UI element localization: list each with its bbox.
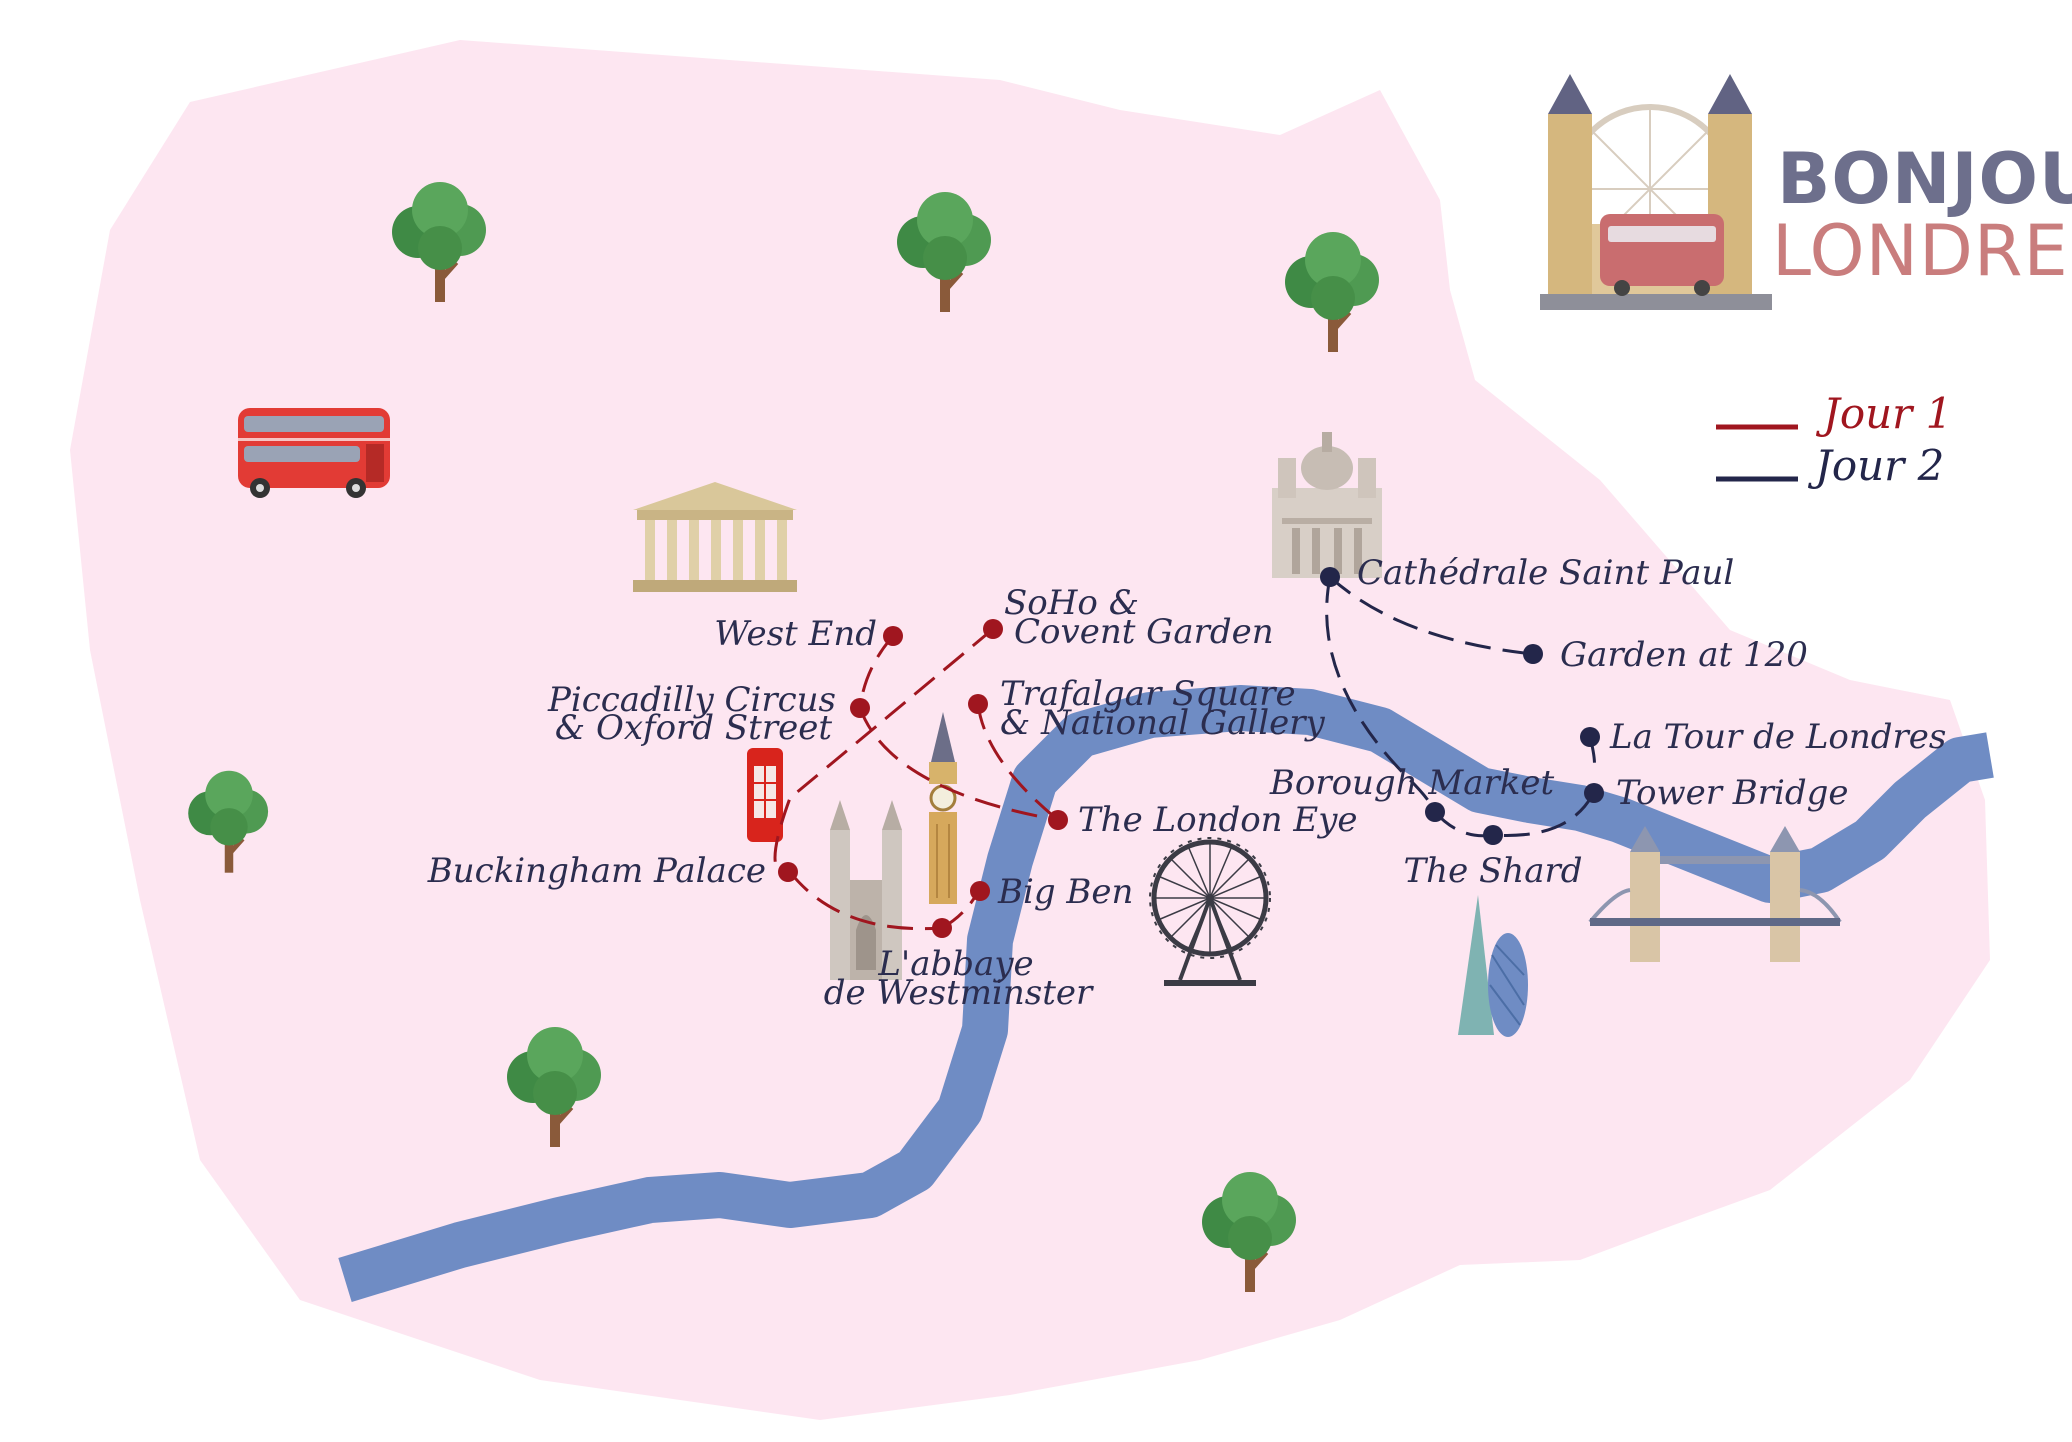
marker-shard[interactable] <box>1483 825 1503 845</box>
marker-borough[interactable] <box>1425 802 1445 822</box>
marker-saint-paul[interactable] <box>1320 567 1340 587</box>
tower-bridge-icon <box>1588 826 1842 962</box>
marker-soho[interactable] <box>983 619 1003 639</box>
label-trafalgar-line1: Trafalgar Square <box>1000 674 1296 714</box>
markers-day1 <box>778 619 1068 938</box>
marker-garden120[interactable] <box>1523 644 1543 664</box>
legend-label-day2: Jour 2 <box>1807 441 1944 490</box>
marker-tour-londres[interactable] <box>1580 727 1600 747</box>
label-trafalgar-line2: & National Gallery <box>1000 703 1326 743</box>
label-london-eye: The London Eye <box>1078 800 1358 840</box>
label-borough: Borough Market <box>1269 763 1555 803</box>
marker-westminster[interactable] <box>932 918 952 938</box>
label-westminster-line2: de Westminster <box>824 973 1094 1013</box>
labels-day1: West End SoHo & Covent Garden Piccadilly… <box>427 583 1358 1013</box>
phone-booth-icon <box>747 748 783 842</box>
label-piccadilly-line2: & Oxford Street <box>555 708 832 748</box>
bus-icon <box>238 408 390 498</box>
london-eye-icon <box>1149 837 1271 986</box>
marker-piccadilly[interactable] <box>850 698 870 718</box>
legend-label-day1: Jour 1 <box>1815 389 1952 438</box>
label-westminster-line1: L'abbaye <box>877 944 1033 984</box>
label-garden120: Garden at 120 <box>1560 635 1808 675</box>
label-piccadilly-line1: Piccadilly Circus <box>547 680 836 720</box>
marker-trafalgar[interactable] <box>968 694 988 714</box>
legend: Jour 1 Jour 2 <box>1716 389 1952 490</box>
label-soho-line2: Covent Garden <box>1014 612 1274 652</box>
label-tower-bridge: Tower Bridge <box>1616 773 1849 813</box>
label-saint-paul: Cathédrale Saint Paul <box>1357 553 1734 593</box>
logo: BONJOUR LONDRES <box>1540 74 2072 310</box>
marker-west-end[interactable] <box>883 626 903 646</box>
markers-day2 <box>1320 567 1604 845</box>
abbey-icon <box>830 800 902 980</box>
marker-big-ben[interactable] <box>970 881 990 901</box>
marker-tower-bridge[interactable] <box>1584 783 1604 803</box>
marker-london-eye[interactable] <box>1048 810 1068 830</box>
label-tour-londres: La Tour de Londres <box>1609 717 1946 757</box>
label-west-end: West End <box>714 614 877 654</box>
label-shard: The Shard <box>1404 851 1583 891</box>
cathedral-icon <box>1272 432 1382 578</box>
logo-line1: BONJOUR <box>1777 138 2072 220</box>
big-ben-icon <box>929 712 957 904</box>
museum-icon <box>633 482 797 592</box>
logo-illustration-icon <box>1540 74 1772 310</box>
route-day1 <box>773 627 1059 931</box>
label-big-ben: Big Ben <box>997 872 1133 912</box>
logo-line2: LONDRES <box>1772 210 2072 292</box>
label-buckingham: Buckingham Palace <box>427 851 766 891</box>
label-soho-line1: SoHo & <box>1004 583 1139 623</box>
labels-day2: Cathédrale Saint Paul Garden at 120 La T… <box>1269 553 1947 891</box>
skyscrapers-icon <box>1458 895 1528 1037</box>
marker-buckingham[interactable] <box>778 862 798 882</box>
